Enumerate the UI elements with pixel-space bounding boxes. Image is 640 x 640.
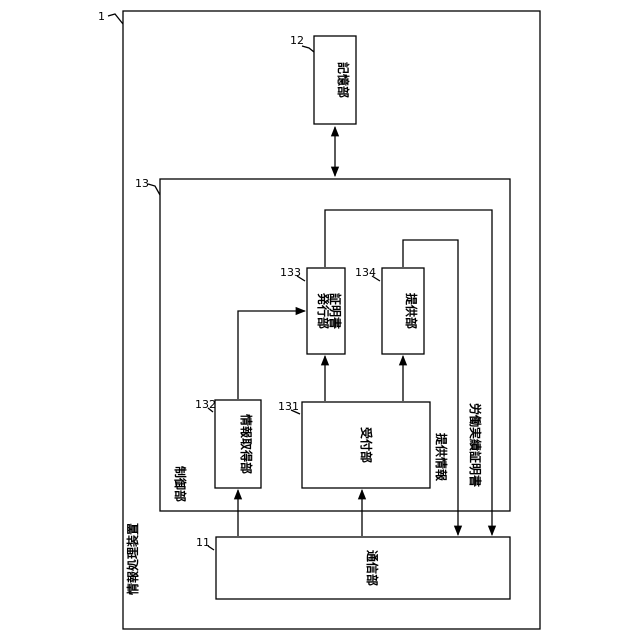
provided-info-flow-label: 提供情報 <box>434 433 449 482</box>
provision-unit-label: 提供部 <box>404 293 419 329</box>
communication-unit-label: 通信部 <box>365 550 380 586</box>
labor-certificate-flow-label: 労働実績証明書 <box>468 403 483 487</box>
storage-unit-label: 記憶部 <box>336 62 351 98</box>
certificate-issuing-unit-label-line2: 発行部 <box>316 292 331 329</box>
communication-unit-ref: 11 <box>196 536 210 549</box>
communication-unit-box <box>216 537 510 599</box>
info-acquisition-unit-ref: 132 <box>195 398 216 411</box>
device-ref-leader <box>108 14 123 24</box>
control-unit-ref: 13 <box>135 177 149 190</box>
reception-unit-ref: 131 <box>278 400 299 413</box>
device-label: 情報処理装置 <box>125 523 140 595</box>
control-unit-label: 制御部 <box>173 466 188 502</box>
info-acquisition-unit-box <box>215 400 261 488</box>
device-ref: 1 <box>98 10 105 23</box>
info-acquisition-unit-label: 情報取得部 <box>239 414 254 474</box>
reception-unit-label: 受付部 <box>359 427 374 463</box>
storage-unit-ref: 12 <box>290 34 304 47</box>
